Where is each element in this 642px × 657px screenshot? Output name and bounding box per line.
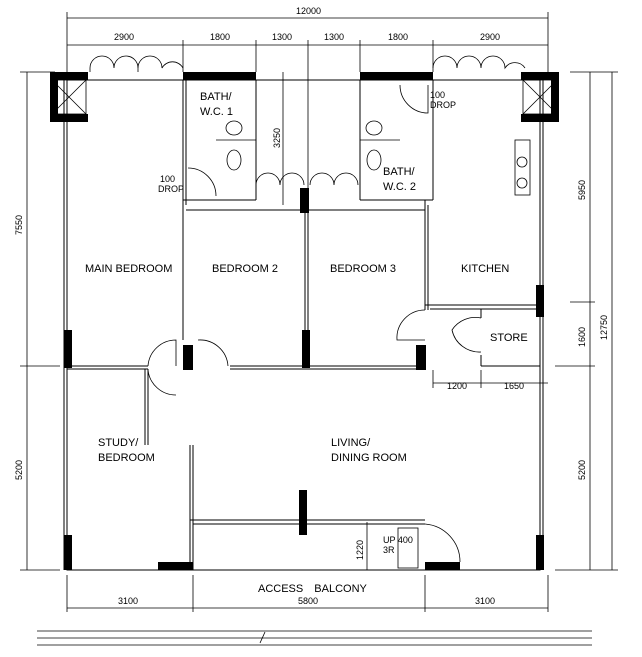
notes: 100 DROP 100 DROP UP 400 3R [158, 90, 456, 555]
dim-right-2: 5200 [577, 460, 587, 480]
label-bath2-line1: BATH/ [383, 166, 416, 178]
label-access-balcony: ACCESS BALCONY [258, 583, 368, 595]
dim-top-4: 1800 [388, 32, 408, 42]
note-step-risers: 3R [383, 545, 395, 555]
label-main-bedroom: MAIN BEDROOM [85, 263, 172, 275]
dim-balcony-depth: 1220 [355, 540, 365, 560]
dim-bottom-2: 3100 [475, 596, 495, 606]
label-bath1-line1: BATH/ [200, 91, 233, 103]
dim-left-0: 7550 [14, 215, 24, 235]
note-drop1-value: 100 [160, 174, 175, 184]
note-drop2-value: 100 [430, 90, 445, 100]
label-living-line2: DINING ROOM [331, 452, 407, 464]
room-labels: BATH/ W.C. 1 BATH/ W.C. 2 MAIN BEDROOM B… [85, 91, 528, 595]
dim-top-1: 1800 [210, 32, 230, 42]
dimension-labels: 12000 2900 1800 1300 1300 1800 2900 7550… [14, 6, 609, 606]
label-bedroom2: BEDROOM 2 [212, 263, 278, 275]
note-drop2-label: DROP [430, 100, 456, 110]
dim-store-0: 1200 [447, 381, 467, 391]
dim-right-0: 5950 [577, 180, 587, 200]
label-living-line1: LIVING/ [331, 437, 371, 449]
note-step-up: UP 400 [383, 535, 413, 545]
label-study-line1: STUDY/ [98, 437, 139, 449]
dim-bottom-1: 5800 [298, 596, 318, 606]
label-study-line2: BEDROOM [98, 452, 155, 464]
dim-bath-height: 3250 [272, 128, 282, 148]
dim-top-0: 2900 [114, 32, 134, 42]
dim-top-5: 2900 [480, 32, 500, 42]
dim-top-2: 1300 [272, 32, 292, 42]
label-bath1-line2: W.C. 1 [200, 106, 233, 118]
label-bath2-line2: W.C. 2 [383, 181, 416, 193]
dim-top-3: 1300 [324, 32, 344, 42]
dim-left-1: 5200 [14, 460, 24, 480]
dim-right-1: 1600 [577, 327, 587, 347]
dim-right-total: 12750 [599, 315, 609, 340]
structural-columns [50, 72, 559, 570]
doors-and-fixtures [89, 55, 531, 644]
label-bedroom3: BEDROOM 3 [330, 263, 396, 275]
service-shafts [51, 79, 558, 115]
dimension-lines [20, 12, 618, 646]
label-store: STORE [490, 332, 528, 344]
dim-bottom-0: 3100 [118, 596, 138, 606]
label-kitchen: KITCHEN [461, 263, 509, 275]
note-drop1-label: DROP [158, 184, 184, 194]
dim-top-total: 12000 [296, 6, 321, 16]
dim-store-1: 1650 [504, 381, 524, 391]
